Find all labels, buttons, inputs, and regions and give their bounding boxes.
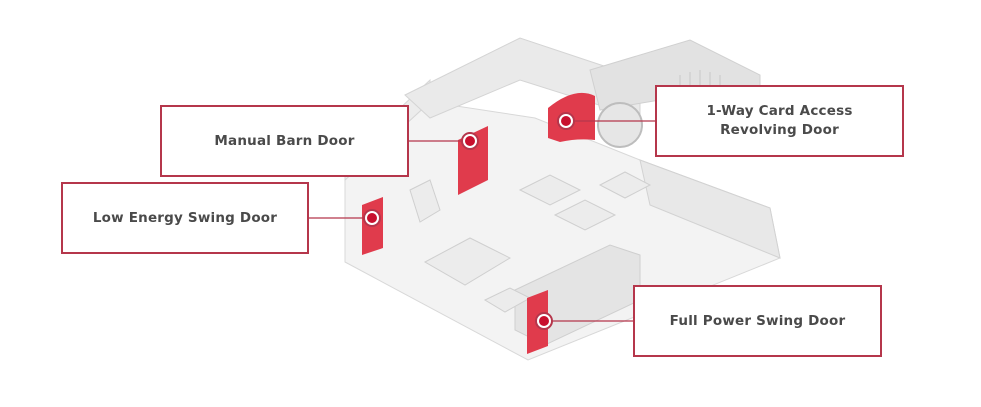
- callout-label: Full Power Swing Door: [669, 312, 846, 329]
- callout-label: 1-Way Card Access Revolving Door: [706, 103, 853, 138]
- revolving-door-drum: [597, 102, 643, 148]
- right-wall: [639, 159, 781, 259]
- callout-revolving-door[interactable]: 1-Way Card Access Revolving Door: [655, 85, 904, 157]
- callout-low-energy-swing-door[interactable]: Low Energy Swing Door: [61, 182, 309, 254]
- marker-manual-barn[interactable]: [461, 132, 479, 150]
- leader-lines: [309, 120, 655, 322]
- callout-manual-barn-door[interactable]: Manual Barn Door: [160, 105, 409, 177]
- marker-full-power[interactable]: [535, 312, 553, 330]
- callout-label: Low Energy Swing Door: [92, 209, 278, 226]
- marker-revolving[interactable]: [557, 112, 575, 130]
- callout-label: Manual Barn Door: [214, 132, 355, 149]
- furniture: [409, 171, 652, 313]
- callout-full-power-swing-door[interactable]: Full Power Swing Door: [633, 285, 882, 357]
- marker-low-energy[interactable]: [363, 209, 381, 227]
